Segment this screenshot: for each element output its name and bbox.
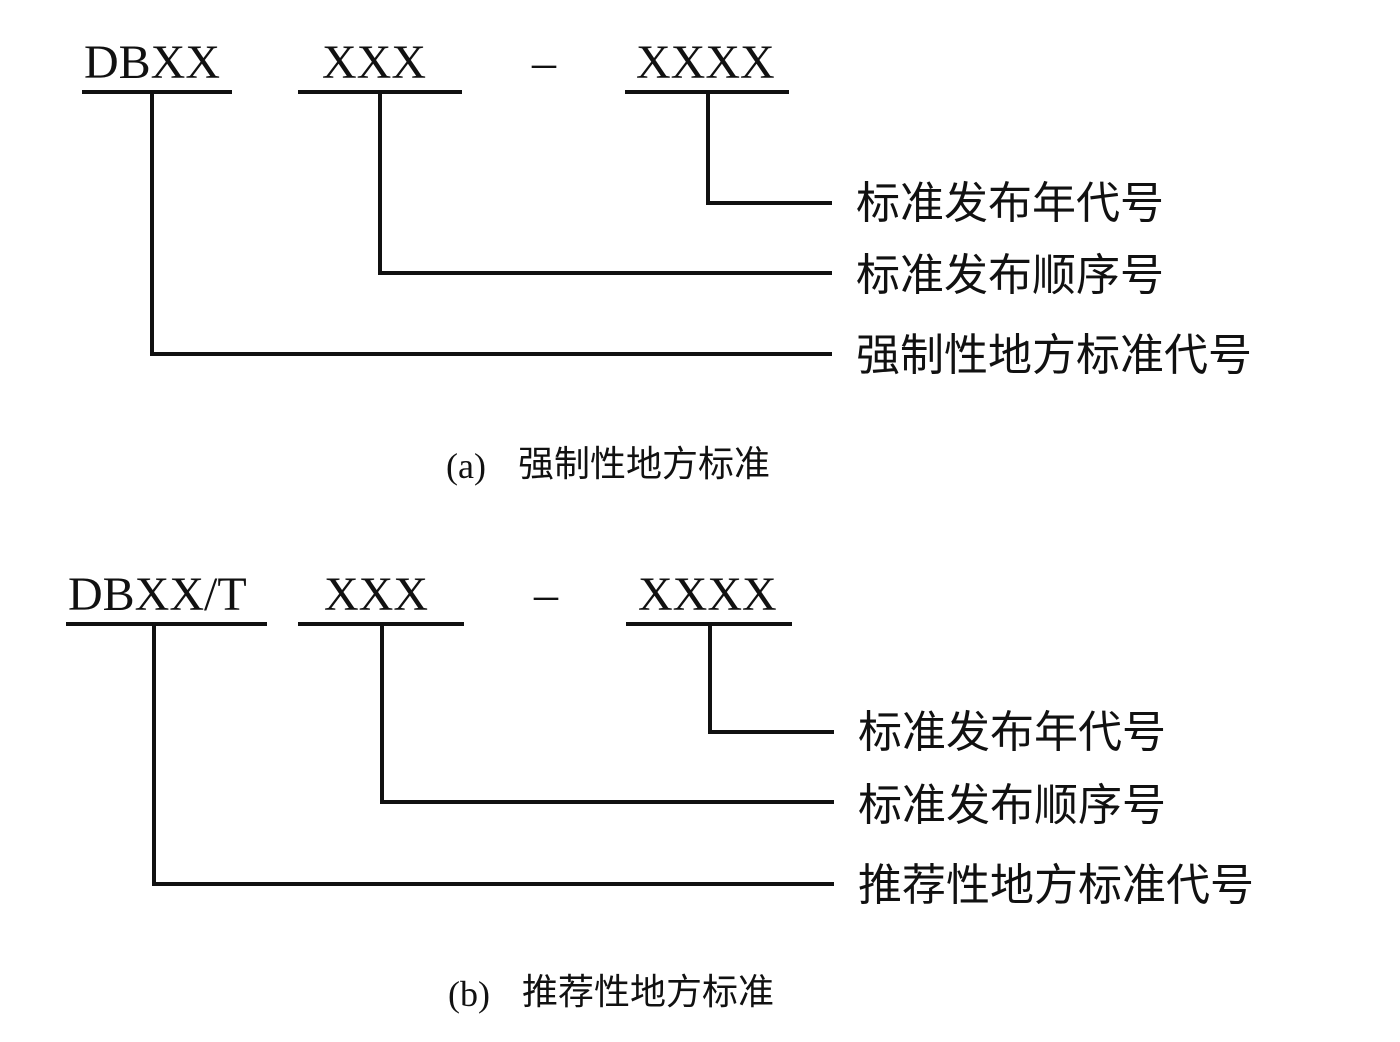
caption-b-text: 推荐性地方标准: [522, 972, 774, 1013]
diagram-b: DBXX/T XXX – XXXX 标准发布年代号 标准发布顺序号 推荐性地方标…: [66, 568, 1254, 1014]
label-a-prefix: 强制性地方标准代号: [856, 330, 1252, 381]
label-b-year: 标准发布年代号: [858, 707, 1166, 758]
label-a-sequence: 标准发布顺序号: [856, 250, 1164, 301]
label-b-sequence: 标准发布顺序号: [858, 780, 1166, 831]
connector-b-sequence: [380, 624, 834, 804]
connector-b-prefix: [152, 624, 834, 886]
segment-b-year: XXXX: [638, 568, 777, 621]
separator-b: –: [533, 568, 559, 621]
separator-a: –: [531, 36, 557, 89]
label-a-year: 标准发布年代号: [856, 178, 1164, 229]
connector-b-year: [708, 624, 834, 734]
caption-a-prefix: (a): [446, 446, 486, 486]
label-b-prefix: 推荐性地方标准代号: [858, 860, 1254, 911]
segment-a-prefix: DBXX: [84, 36, 220, 89]
connector-a-year: [706, 92, 832, 205]
connector-a-sequence: [378, 92, 832, 275]
segment-a-year: XXXX: [636, 36, 775, 89]
segment-a-sequence: XXX: [322, 36, 426, 89]
caption-b-prefix: (b): [448, 974, 490, 1014]
segment-b-sequence: XXX: [324, 568, 428, 621]
caption-a-text: 强制性地方标准: [518, 444, 770, 485]
diagram-a: DBXX XXX – XXXX 标准发布年代号 标准发布顺序号 强制性地方标准代…: [82, 36, 1252, 486]
connector-a-prefix: [150, 92, 832, 356]
segment-b-prefix: DBXX/T: [68, 568, 247, 621]
